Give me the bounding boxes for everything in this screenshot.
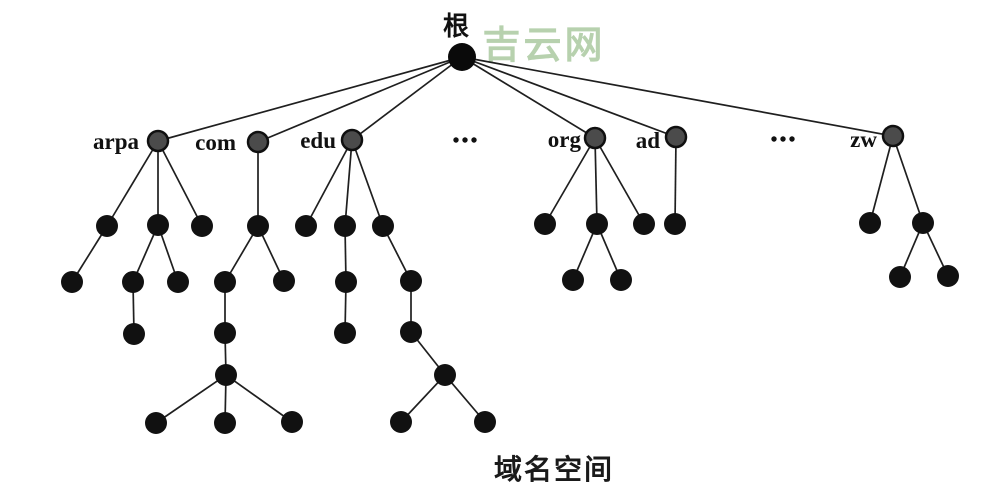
- tree-edge-edu-e2: [344, 139, 353, 227]
- tree-node-a2b: [167, 271, 189, 293]
- ellipsis-dot: [471, 137, 477, 143]
- node-label-ad: ad: [636, 128, 661, 153]
- tree-node-e3b: [400, 321, 422, 343]
- tree-edge-root-zw: [461, 56, 894, 137]
- tree-node-e2b: [334, 322, 356, 344]
- tree-node-ad: [664, 125, 688, 149]
- tree-node-org: [583, 126, 607, 150]
- tree-node-a2a1: [123, 323, 145, 345]
- node-label-zw: zw: [850, 127, 877, 152]
- tree-node-c3c: [281, 411, 303, 433]
- tree-edge-a1-a1a: [71, 225, 108, 283]
- tree-node-z2a: [889, 266, 911, 288]
- tree-node-e2: [334, 215, 356, 237]
- tree-node-arpa: [146, 129, 170, 153]
- tree-node-e3e: [474, 411, 496, 433]
- ellipsis-dots-1: [453, 137, 477, 143]
- tree-node-zw: [881, 124, 905, 148]
- tree-node-c2b: [215, 364, 237, 386]
- tree-node-e1: [295, 215, 317, 237]
- tree-edge-root-org: [461, 56, 596, 139]
- tree-edge-arpa-a3: [157, 140, 203, 227]
- tree-node-z2: [912, 212, 934, 234]
- ellipsis-dot: [780, 136, 786, 142]
- tree-node-com: [246, 130, 270, 154]
- tree-node-o1: [534, 213, 556, 235]
- tree-edge-edu-e1: [305, 139, 353, 227]
- tree-node-z1: [859, 212, 881, 234]
- tree-node-z2b: [937, 265, 959, 287]
- tree-node-c1: [247, 215, 269, 237]
- tree-edge-edu-e3: [351, 139, 384, 227]
- tree-node-c3b: [214, 412, 236, 434]
- tree-node-c3a: [145, 412, 167, 434]
- node-label-org: org: [548, 127, 582, 152]
- tree-node-e2a: [335, 271, 357, 293]
- tree-node-o2a: [562, 269, 584, 291]
- tree-node-a1a: [61, 271, 83, 293]
- ellipsis-dot: [789, 136, 795, 142]
- node-label-arpa: arpa: [93, 129, 140, 154]
- tree-node-o2: [586, 213, 608, 235]
- tree-edge-org-o2: [594, 137, 598, 225]
- tree-node-c1a: [214, 271, 236, 293]
- tree-edge-c2b-c3a: [155, 374, 227, 424]
- tree-edge-ad-d1: [674, 136, 677, 225]
- tree-node-e3d: [390, 411, 412, 433]
- tree-node-o2b: [610, 269, 632, 291]
- tree-edge-zw-z1: [869, 135, 894, 224]
- tree-node-e3c: [434, 364, 456, 386]
- tree-node-d1: [664, 213, 686, 235]
- tree-edge-root-ad: [461, 56, 677, 138]
- tree-node-c1b: [273, 270, 295, 292]
- tree-edge-root-arpa: [157, 56, 463, 142]
- tree-edge-root-edu: [351, 56, 463, 141]
- tree-node-o3: [633, 213, 655, 235]
- tree-edge-org-o1: [544, 137, 596, 225]
- tree-node-a3: [191, 215, 213, 237]
- tree-edge-zw-z2: [892, 135, 924, 224]
- ellipsis-dot: [771, 136, 777, 142]
- ellipsis-dot: [462, 137, 468, 143]
- tree-edge-c2b-c3c: [225, 374, 293, 423]
- tree-node-a2: [147, 214, 169, 236]
- tree-node-edu: [340, 128, 364, 152]
- node-label-com: com: [195, 130, 236, 155]
- diagram-caption: 域名空间: [493, 455, 614, 486]
- tree-node-c2a: [214, 322, 236, 344]
- node-label-root: 根: [443, 12, 469, 41]
- tree-node-e3: [372, 215, 394, 237]
- tree-edge-root-com: [257, 56, 463, 143]
- tree-node-a1: [96, 215, 118, 237]
- tree-node-e3a: [400, 270, 422, 292]
- tree-node-root: [448, 43, 476, 71]
- node-label-edu: edu: [300, 128, 336, 153]
- ellipsis-dots-2: [771, 136, 795, 142]
- ellipsis-dot: [453, 137, 459, 143]
- tree-edge-arpa-a1: [106, 140, 159, 227]
- tree-edge-org-o3: [594, 137, 645, 225]
- tree-node-a2a: [122, 271, 144, 293]
